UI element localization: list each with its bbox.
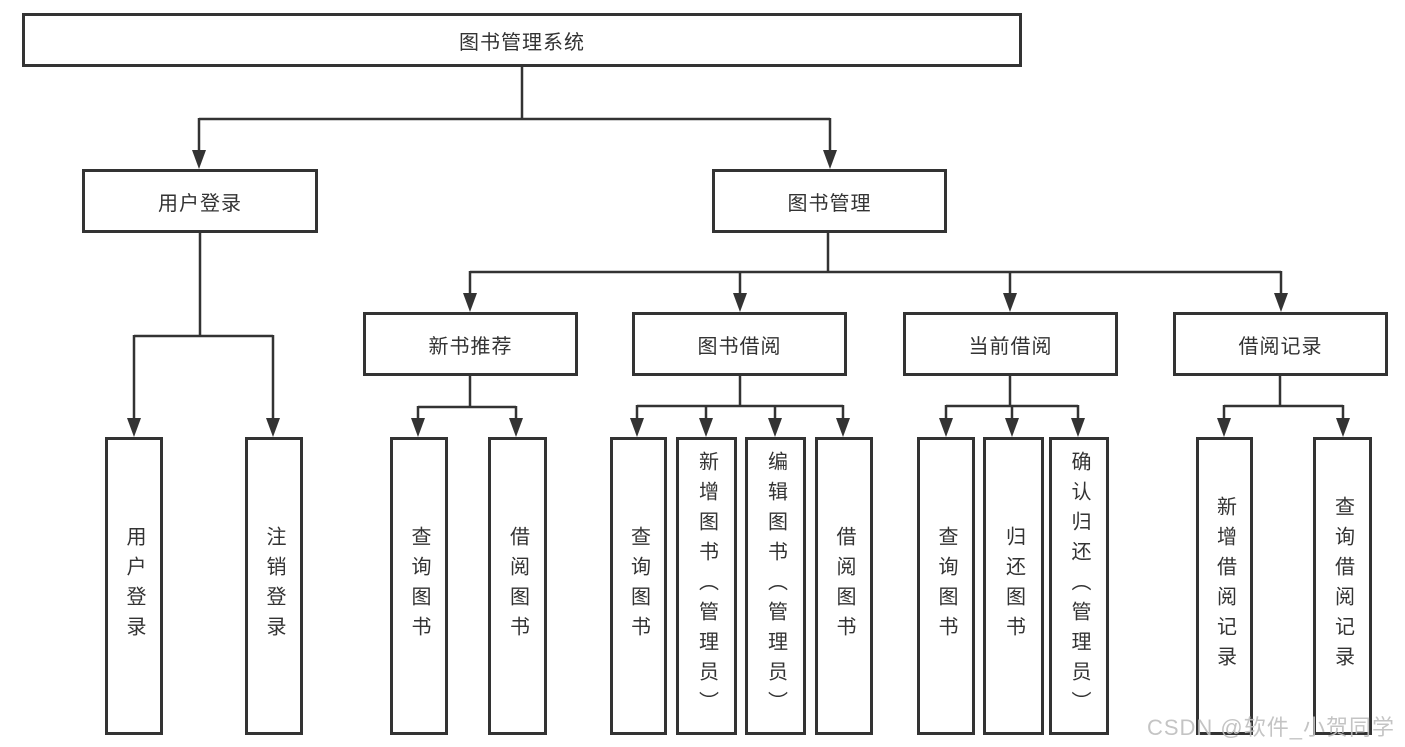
leaf-user-login: 用户登录 [105, 437, 163, 735]
leaf-add-book-admin-label: 新增图书（管理员） [695, 451, 718, 721]
leaf-logout: 注销登录 [245, 437, 303, 735]
leaf-add-book-admin: 新增图书（管理员） [676, 437, 737, 735]
new-book-recommend-children-connector [416, 376, 518, 419]
book-management-children-connector [468, 233, 1283, 294]
leaf-return-book: 归还图书 [983, 437, 1044, 735]
node-user-login: 用户登录 [82, 169, 318, 233]
leaf-return-book-label: 归还图书 [1002, 526, 1025, 646]
leaf-query-books-current-label: 查询图书 [935, 526, 957, 646]
node-current-borrow-label: 当前借阅 [968, 335, 1053, 358]
leaf-query-borrow-record: 查询借阅记录 [1313, 437, 1372, 735]
leaf-confirm-return-admin-label: 确认归还（管理员） [1068, 451, 1090, 721]
leaf-query-borrow-record-label: 查询借阅记录 [1331, 496, 1354, 676]
leaf-add-borrow-record-label: 新增借阅记录 [1213, 496, 1236, 676]
leaf-add-borrow-record: 新增借阅记录 [1196, 437, 1253, 735]
borrow-records-children-connector [1222, 376, 1345, 419]
leaf-query-books-borrow-label: 查询图书 [627, 526, 650, 646]
node-user-login-label: 用户登录 [158, 192, 242, 215]
leaf-query-books-borrow: 查询图书 [610, 437, 667, 735]
leaf-query-books-recommend-label: 查询图书 [408, 526, 430, 646]
node-root-label: 图书管理系统 [459, 31, 585, 54]
leaf-user-login-label: 用户登录 [123, 526, 145, 646]
leaf-logout-label: 注销登录 [263, 526, 285, 646]
node-new-book-recommend: 新书推荐 [363, 312, 578, 376]
node-current-borrow: 当前借阅 [903, 312, 1118, 376]
leaf-edit-book-admin-label: 编辑图书（管理员） [764, 451, 787, 721]
leaf-borrow-books-recommend: 借阅图书 [488, 437, 547, 735]
root-to-level2-connector [197, 67, 832, 151]
leaf-borrow-books-recommend-label: 借阅图书 [506, 526, 529, 646]
node-book-management: 图书管理 [712, 169, 947, 233]
leaf-borrow-books-borrow-label: 借阅图书 [833, 526, 855, 646]
leaf-confirm-return-admin: 确认归还（管理员） [1049, 437, 1109, 735]
node-new-book-recommend-label: 新书推荐 [428, 335, 513, 358]
book-borrow-children-connector [635, 376, 845, 419]
node-book-borrow: 图书借阅 [632, 312, 847, 376]
node-root: 图书管理系统 [22, 13, 1022, 67]
node-borrow-records: 借阅记录 [1173, 312, 1388, 376]
user-login-children-connector [132, 233, 275, 419]
node-book-management-label: 图书管理 [787, 192, 872, 215]
leaf-borrow-books-borrow: 借阅图书 [815, 437, 873, 735]
leaf-query-books-current: 查询图书 [917, 437, 975, 735]
csdn-watermark: CSDN @软件_小贺同学 [1146, 715, 1395, 740]
current-borrow-children-connector [944, 376, 1080, 419]
leaf-query-books-recommend: 查询图书 [390, 437, 448, 735]
leaf-edit-book-admin: 编辑图书（管理员） [745, 437, 806, 735]
node-borrow-records-label: 借阅记录 [1238, 335, 1323, 358]
node-book-borrow-label: 图书借阅 [697, 335, 782, 358]
